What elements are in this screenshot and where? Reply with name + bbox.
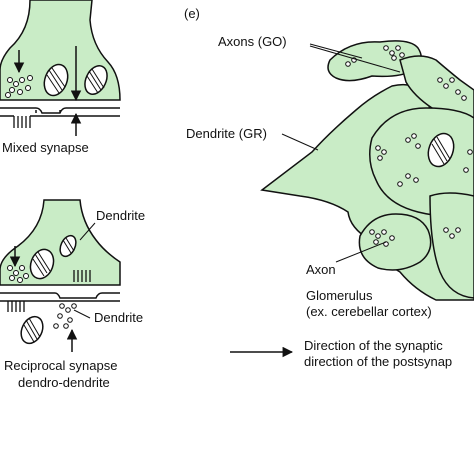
vesicle-cluster: [53, 303, 77, 329]
pointer-axon: [335, 241, 387, 263]
glomerulus-axon-lower: [358, 213, 432, 271]
reciprocal-caption-line1: Reciprocal synapse: [4, 358, 118, 373]
glomerulus-axon-go-2: [399, 55, 474, 119]
legend-line1: Direction of the synaptic: [304, 338, 443, 353]
receptor-comb: [73, 270, 91, 282]
glomerulus-right-terminal: [429, 192, 474, 299]
pointer-dendrite-gr: [281, 133, 319, 151]
pointer-axons-go-2: [309, 45, 401, 73]
axons-go-label: Axons (GO): [218, 34, 287, 49]
glomerulus-central-terminal: [369, 107, 474, 217]
glomerulus-label-line1: Glomerulus: [306, 288, 373, 303]
receptor-comb: [13, 116, 31, 128]
mixed-synapse-caption: Mixed synapse: [2, 140, 89, 155]
vesicle-cluster: [5, 75, 33, 98]
receptor-comb: [7, 301, 25, 312]
dendrite-gr-label: Dendrite (GR): [186, 126, 267, 141]
pointer-line: [79, 222, 96, 241]
mixed-synapse-terminal: [0, 0, 121, 101]
pointer-line: [73, 309, 91, 319]
reciprocal-caption-line2: dendro-dendrite: [18, 375, 110, 390]
reciprocal-dendrite-terminal: [0, 199, 121, 286]
panel-letter: (e): [184, 6, 200, 21]
lower-dendrite: [20, 303, 77, 345]
glomerulus-label-line2: (ex. cerebellar cortex): [306, 304, 432, 319]
dendrite-label-top: Dendrite: [96, 208, 146, 223]
axon-label: Axon: [306, 262, 336, 277]
pointer-axons-go-1: [309, 43, 363, 59]
legend-line2: direction of the postsynap: [304, 354, 453, 369]
dendrite-label-bottom: Dendrite: [94, 310, 144, 325]
postsynaptic-membrane: [0, 107, 120, 117]
synaptic-cleft: [0, 292, 120, 302]
